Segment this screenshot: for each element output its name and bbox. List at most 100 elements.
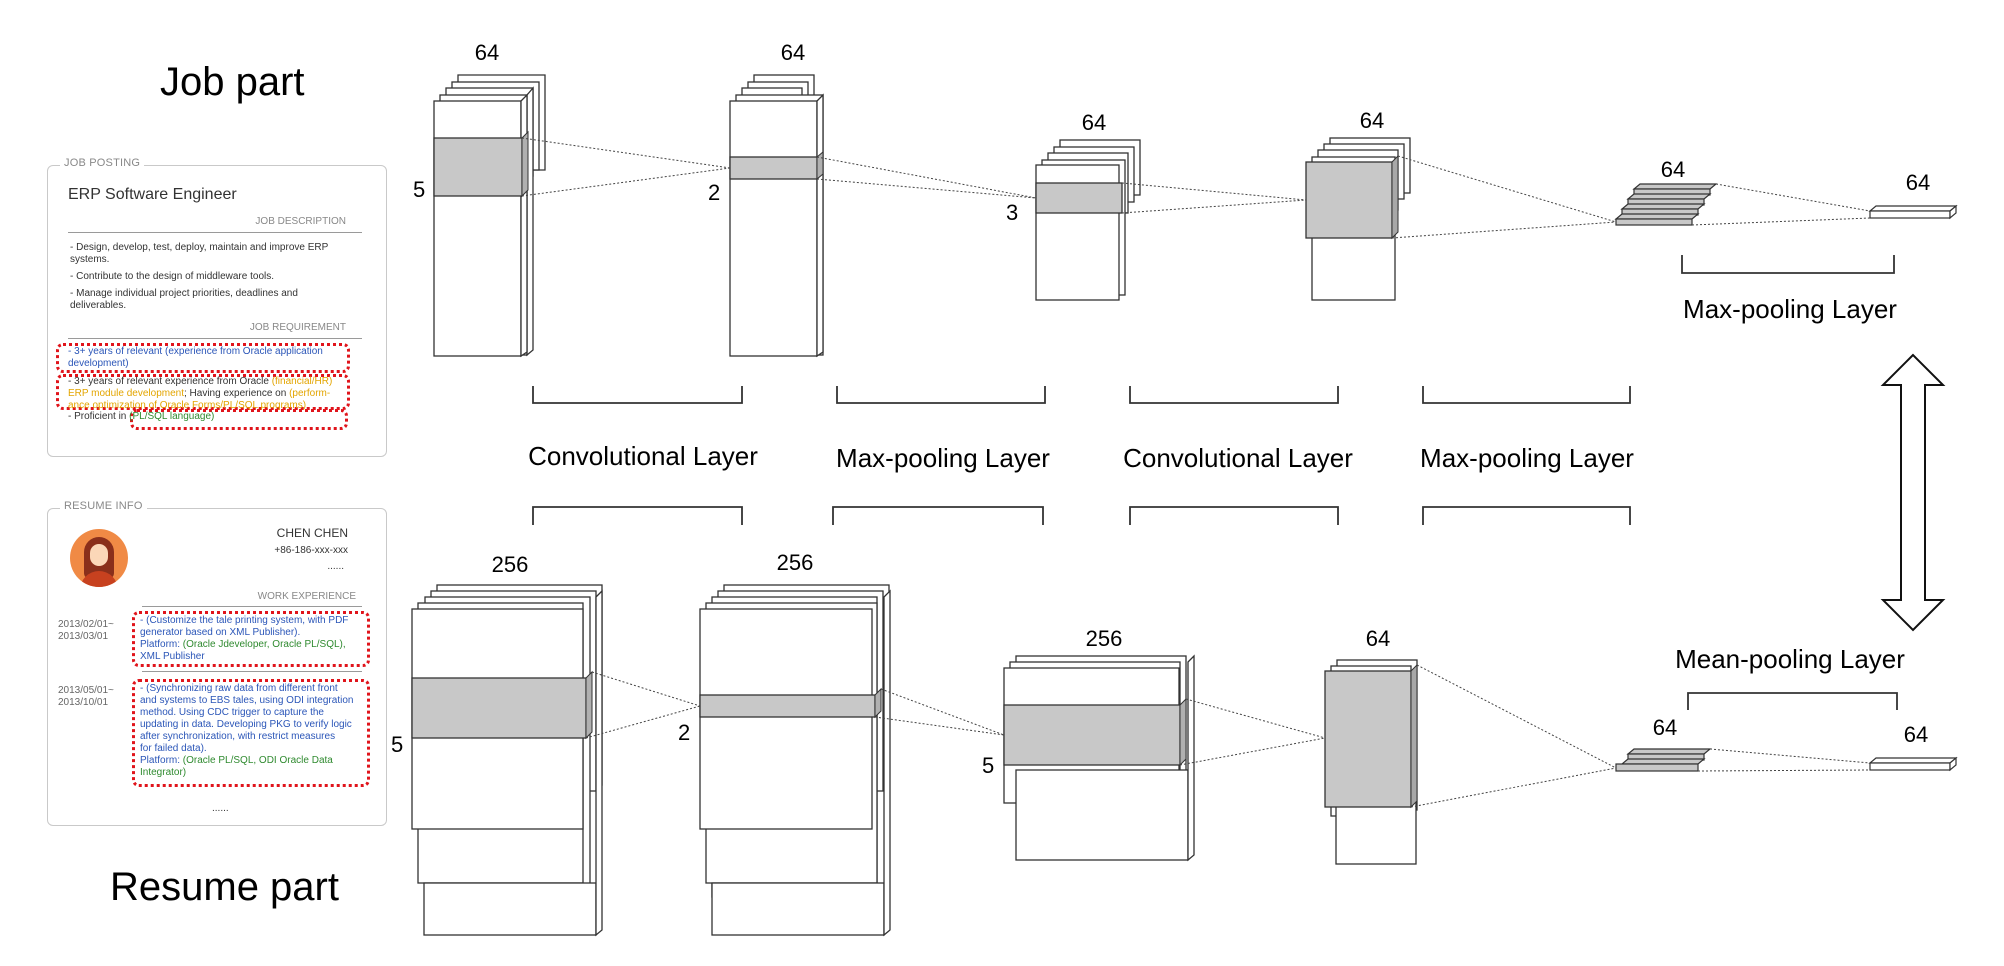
exp2-platform-label: Platform: bbox=[140, 755, 183, 766]
resume-conv3-filter bbox=[1003, 704, 1181, 766]
requirement-2: - 3+ years of relevant experience from O… bbox=[68, 376, 344, 412]
label-maxpool-layer-job-out: Max-pooling Layer bbox=[1683, 294, 1897, 324]
req1-highlight: (experience from Oracle application deve… bbox=[68, 346, 323, 369]
exp1-end-date: 2013/03/01 bbox=[58, 631, 109, 642]
req2-highlight-c: (perform- bbox=[289, 388, 331, 399]
exp1-start-date: 2013/02/01~ bbox=[58, 619, 114, 630]
resume-conv1-filter bbox=[411, 677, 587, 739]
resume-block3-kernel: 5 bbox=[982, 753, 994, 778]
job-pool-vector-stack bbox=[1614, 183, 1718, 226]
exp2-line: updating in data. Developing PKG to veri… bbox=[140, 719, 352, 730]
exp1-dates: 2013/02/01~ 2013/03/01 bbox=[58, 619, 114, 643]
resume-part-heading: Resume part bbox=[110, 865, 339, 909]
exp2-platform-cont: Integrator) bbox=[140, 767, 187, 778]
label-meanpool-layer: Mean-pooling Layer bbox=[1675, 644, 1905, 674]
job-conv3-filter bbox=[1035, 182, 1123, 214]
exp2-line: - (Synchronizing raw data from different… bbox=[140, 683, 338, 694]
job-connections bbox=[521, 137, 1871, 239]
experience-highlight-2 bbox=[132, 679, 370, 787]
resume-output-vector bbox=[1868, 756, 1958, 772]
resume-block1-channels: 256 bbox=[492, 552, 529, 577]
requirement-1: - 3+ years of relevant (experience from … bbox=[68, 346, 348, 370]
job-title: ERP Software Engineer bbox=[68, 186, 237, 203]
job-block4-channels: 64 bbox=[1360, 108, 1384, 133]
req2-highlight-b: ERP module development bbox=[68, 388, 184, 399]
resume-block2-channels: 256 bbox=[777, 550, 814, 575]
desc-line: systems. bbox=[70, 254, 110, 265]
job-conv-block-2 bbox=[729, 74, 824, 358]
resume-conv-block-2 bbox=[699, 584, 891, 937]
resume-block1-kernel: 5 bbox=[391, 732, 403, 757]
job-part-heading: Job part bbox=[160, 60, 305, 104]
exp2-line: after synchronization, with restrict mea… bbox=[140, 731, 336, 742]
job-block2-channels: 64 bbox=[781, 40, 805, 65]
resume-conv4-filter bbox=[1324, 670, 1412, 808]
resume-info-card: RESUME INFO CHEN CHEN +86-186-xxx-xxx ..… bbox=[47, 500, 387, 826]
divider bbox=[68, 338, 362, 339]
label-conv-layer-1: Convolutional Layer bbox=[528, 441, 758, 471]
resume-info-header: RESUME INFO bbox=[60, 500, 147, 512]
similarity-double-arrow bbox=[1880, 353, 1946, 632]
resume-brackets bbox=[532, 506, 1898, 710]
exp2-platform: (Oracle PL/SQL, ODI Oracle Data bbox=[182, 755, 333, 766]
req2-highlight-a: (financial/HR) bbox=[271, 376, 333, 387]
job-conv1-filter bbox=[433, 137, 523, 197]
label-maxpool-layer-1: Max-pooling Layer bbox=[836, 443, 1050, 473]
requirement-highlight-2 bbox=[56, 374, 350, 410]
resume-block6-channels: 64 bbox=[1904, 722, 1928, 747]
desc-line: - Design, develop, test, deploy, maintai… bbox=[70, 242, 329, 253]
experience-highlight-1 bbox=[132, 611, 370, 667]
req2-mid: ; Having experience on bbox=[184, 388, 290, 399]
desc-line: - Contribute to the design of middleware… bbox=[70, 271, 274, 282]
job-description-list: - Design, develop, test, deploy, maintai… bbox=[70, 242, 370, 312]
job-block6-channels: 64 bbox=[1906, 170, 1930, 195]
divider bbox=[142, 606, 362, 607]
req2-prefix: - 3+ years of relevant experience from O… bbox=[68, 376, 272, 387]
avatar-icon bbox=[70, 529, 128, 587]
req3-prefix: - Proficient in bbox=[68, 411, 130, 422]
job-block5-channels: 64 bbox=[1661, 157, 1685, 182]
exp1-platform: (Oracle Jdeveloper, Oracle PL/SQL), bbox=[182, 639, 346, 650]
resume-block5-channels: 64 bbox=[1653, 715, 1677, 740]
job-conv-block-1 bbox=[433, 74, 546, 358]
exp2-text: - (Synchronizing raw data from different… bbox=[140, 683, 362, 779]
job-description-heading: JOB DESCRIPTION bbox=[255, 216, 346, 227]
desc-line: deliverables. bbox=[70, 300, 127, 311]
job-posting-card: JOB POSTING ERP Software Engineer JOB DE… bbox=[47, 157, 387, 457]
exp1-line: generator based on XML Publisher). bbox=[140, 627, 301, 638]
job-conv4-filter bbox=[1305, 161, 1393, 239]
job-output-vector bbox=[1868, 204, 1958, 220]
job-conv2-filter bbox=[729, 156, 818, 180]
job-posting-header: JOB POSTING bbox=[60, 157, 145, 169]
resume-block4-channels: 64 bbox=[1366, 626, 1390, 651]
job-block2-kernel: 2 bbox=[708, 180, 720, 205]
job-block1-kernel: 5 bbox=[413, 177, 425, 202]
job-block1-channels: 64 bbox=[475, 40, 499, 65]
divider bbox=[68, 232, 362, 233]
exp1-platform-cont: XML Publisher bbox=[140, 651, 205, 662]
requirement-3: - Proficient in (PL/SQL language) bbox=[68, 411, 348, 423]
candidate-ellipsis: ...... bbox=[327, 561, 344, 572]
resume-footer-ellipsis: ...... bbox=[212, 803, 229, 814]
req3-highlight: (PL/SQL language) bbox=[129, 411, 215, 422]
desc-line: - Manage individual project priorities, … bbox=[70, 288, 298, 299]
resume-conv-block-1 bbox=[411, 584, 603, 937]
exp1-text: - (Customize the tale printing system, w… bbox=[140, 615, 362, 663]
exp2-dates: 2013/05/01~ 2013/10/01 bbox=[58, 685, 114, 709]
resume-connections bbox=[585, 664, 1871, 808]
divider bbox=[142, 671, 362, 672]
job-conv-block-3 bbox=[1035, 139, 1141, 301]
req1-prefix: - 3+ years of relevant bbox=[68, 346, 165, 357]
exp2-end-date: 2013/10/01 bbox=[58, 697, 109, 708]
label-maxpool-layer-2: Max-pooling Layer bbox=[1420, 443, 1634, 473]
exp2-line: method. Using CDC trigger to capture the bbox=[140, 707, 324, 718]
resume-conv2-filter bbox=[699, 694, 876, 718]
job-block3-kernel: 3 bbox=[1006, 200, 1018, 225]
req2-highlight-d: ance optimization of Oracle Forms/PL/SQL… bbox=[68, 400, 307, 411]
requirement-highlight-1 bbox=[56, 343, 350, 373]
exp2-line: for failed data). bbox=[140, 743, 207, 754]
resume-block3-channels: 256 bbox=[1086, 626, 1123, 651]
exp1-platform-label: Platform: bbox=[140, 639, 183, 650]
job-requirement-heading: JOB REQUIREMENT bbox=[249, 322, 346, 333]
